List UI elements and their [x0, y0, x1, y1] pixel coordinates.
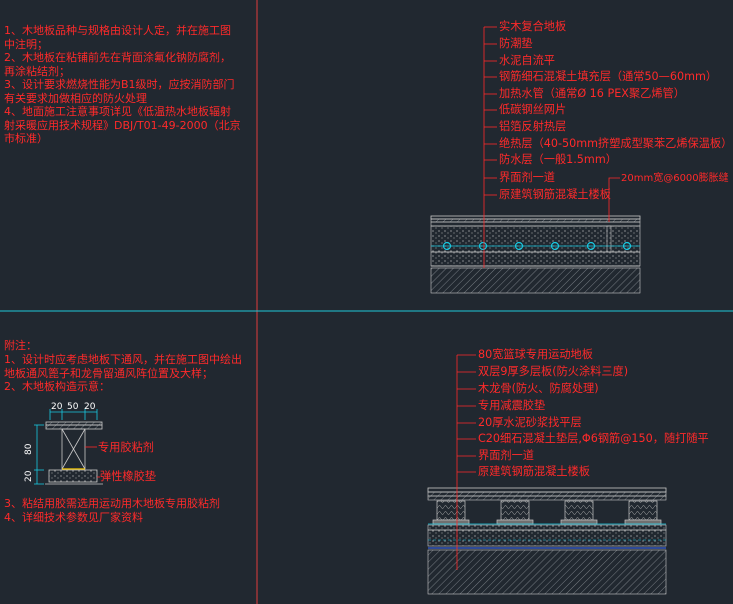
top-label-insulation: 绝热层（40-50mm挤塑成型聚苯乙烯保温板）: [499, 137, 733, 150]
dim-height: 80: [24, 443, 34, 455]
top-leaders: [483, 26, 620, 268]
bottom-leaders: [456, 354, 476, 570]
top-label-waterproof: 防水层（一般1.5mm）: [499, 153, 617, 166]
bottom-notes-tail: 3、粘结用胶需选用运动用木地板专用胶粘剂 4、详细技术参数见厂家资料: [4, 497, 220, 524]
heating-pipes: [442, 241, 632, 251]
bottom-notes: 1、设计时应考虑地板下通风，并在施工图中绘出 地板通风篦子和龙骨留通风阵位置及大…: [4, 353, 242, 394]
dim-base: 20: [24, 470, 34, 482]
top-note-line: 中注明；: [4, 37, 48, 51]
bottom-note-line: 3、粘结用胶需选用运动用木地板专用胶粘剂: [4, 497, 220, 510]
expansion-joint-label: 20mm宽@6000膨胀缝: [621, 173, 729, 184]
top-note-line: 3、设计要求燃烧性能为B1级时，应按消防部门: [4, 78, 235, 91]
bottom-label-plywood: 双层9厚多层板(防火涂料三度): [478, 365, 629, 378]
dim-left: 20: [51, 402, 63, 412]
top-label-wood-floor: 实木复合地板: [499, 20, 567, 33]
top-note-line: 市标准）: [4, 132, 48, 145]
top-note-line: 再涂粘结剂；: [4, 64, 70, 78]
bottom-note-line: 1、设计时应考虑地板下通风，并在施工图中绘出: [4, 353, 242, 366]
top-section-drawing: [430, 215, 641, 294]
bottom-label-slab: 原建筑钢筋混凝土楼板: [478, 465, 590, 478]
bottom-label-sports-floor: 80宽篮球专用运动地板: [478, 348, 593, 361]
bottom-label-concrete: C20细石混凝土垫层,Φ6钢筋@150，随打随平: [478, 432, 709, 445]
top-label-reflective: 铝箔反射热层: [499, 120, 567, 133]
top-notes: 1、木地板品种与规格由设计人定，并在施工图 中注明； 2、木地板在粘铺前先在背面…: [4, 24, 241, 146]
top-label-heating-pipe: 加热水管（通常Ø 16 PEX聚乙烯管）: [499, 87, 685, 100]
wood-joists: [432, 500, 662, 525]
dim-right: 20: [84, 402, 96, 412]
bottom-note-line: 2、木地板构造示意：: [4, 380, 110, 393]
rubber-pad-label: 弹性橡胶垫: [100, 470, 156, 483]
top-label-interface-agent: 界面剂一道: [499, 171, 555, 184]
bottom-label-leveling: 20厚水泥砂浆找平层: [478, 416, 582, 429]
top-note-line: 射采暖应用技术规程》DBJ/T01-49-2000（北京: [4, 118, 241, 132]
glue-label: 专用胶粘剂: [98, 441, 154, 454]
top-label-self-leveling: 水泥自流平: [499, 54, 555, 67]
bottom-note-line: 地板通风篦子和龙骨留通风阵位置及大样；: [4, 366, 213, 380]
bottom-label-joist: 木龙骨(防火、防腐处理): [478, 382, 599, 395]
dim-middle: 50: [67, 402, 79, 412]
top-label-fill-layer: 钢筋细石混凝土填充层（通常50—60mm）: [499, 70, 718, 83]
top-label-moisture-pad: 防潮垫: [499, 37, 533, 50]
bottom-label-interface-agent: 界面剂一道: [478, 449, 534, 462]
bottom-label-shock-pad: 专用减震胶垫: [478, 399, 546, 412]
joist-detail: [34, 409, 103, 485]
bottom-section-drawing: [427, 487, 667, 595]
bottom-notes-head: 附注：: [4, 339, 37, 352]
top-note-line: 2、木地板在粘铺前先在背面涂氟化钠防腐剂，: [4, 51, 231, 64]
top-note-line: 1、木地板品种与规格由设计人定，并在施工图: [4, 24, 231, 37]
top-note-line: 4、地面施工注意事项详见《低温热水地板辐射: [4, 105, 231, 118]
bottom-note-line: 4、详细技术参数见厂家资料: [4, 510, 143, 524]
top-label-wire-mesh: 低碳钢丝网片: [499, 103, 567, 116]
top-label-slab: 原建筑钢筋混凝土楼板: [499, 188, 611, 201]
top-note-line: 有关要求加做相应的防火处理: [4, 91, 147, 105]
